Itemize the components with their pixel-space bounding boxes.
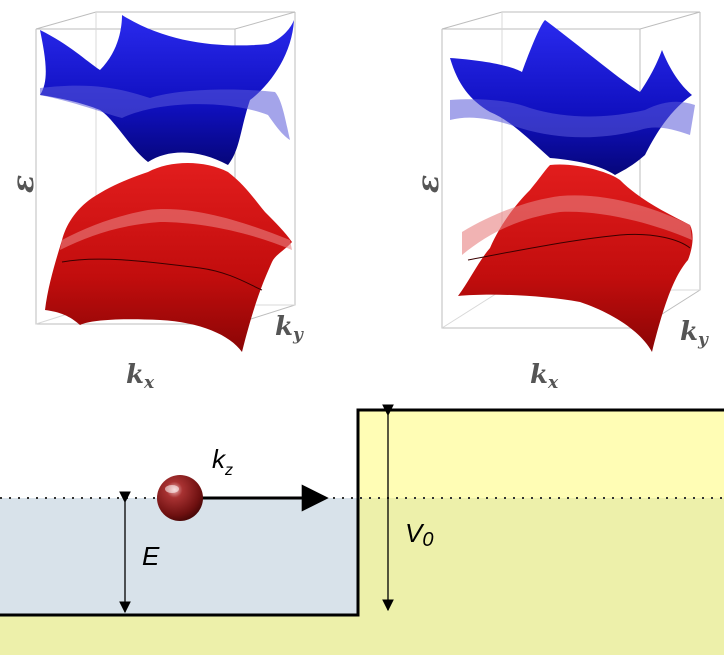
valence-band-translucent-sheet	[60, 209, 292, 250]
momentum-label: kz	[212, 444, 233, 479]
conduction-band-translucent-sheet	[40, 85, 290, 140]
barrier-upper-region	[358, 410, 724, 498]
valence-band-surface	[458, 164, 693, 352]
potential-profile-line	[0, 408, 724, 617]
kx-axis-label: kx	[530, 360, 559, 393]
conduction-band-surface	[450, 20, 692, 175]
energy-axis-label: ε	[6, 175, 41, 193]
valence-band-surface	[45, 163, 292, 352]
band-plot-right: ε kx ky	[411, 11, 709, 393]
band-plot-left: ε kx ky	[6, 11, 304, 393]
ground-region	[0, 615, 724, 655]
conduction-band-surface	[40, 15, 294, 165]
particle-ball	[157, 475, 203, 521]
conduction-band-translucent-sheet	[450, 99, 695, 138]
potential-barrier-diagram: E V0 kz	[0, 404, 724, 655]
particle-highlight	[165, 485, 179, 493]
barrier-lower-region	[358, 498, 724, 615]
valence-band-translucent-sheet	[462, 195, 692, 255]
ky-axis-label: ky	[680, 317, 709, 350]
energy-axis-label: ε	[411, 175, 446, 193]
ky-axis-label: ky	[275, 312, 304, 345]
kx-axis-label: kx	[126, 360, 155, 393]
band-contour-line	[61, 258, 263, 291]
energy-label: E	[142, 541, 160, 571]
band-contour-line	[467, 233, 691, 261]
potential-label: V0	[405, 518, 433, 551]
